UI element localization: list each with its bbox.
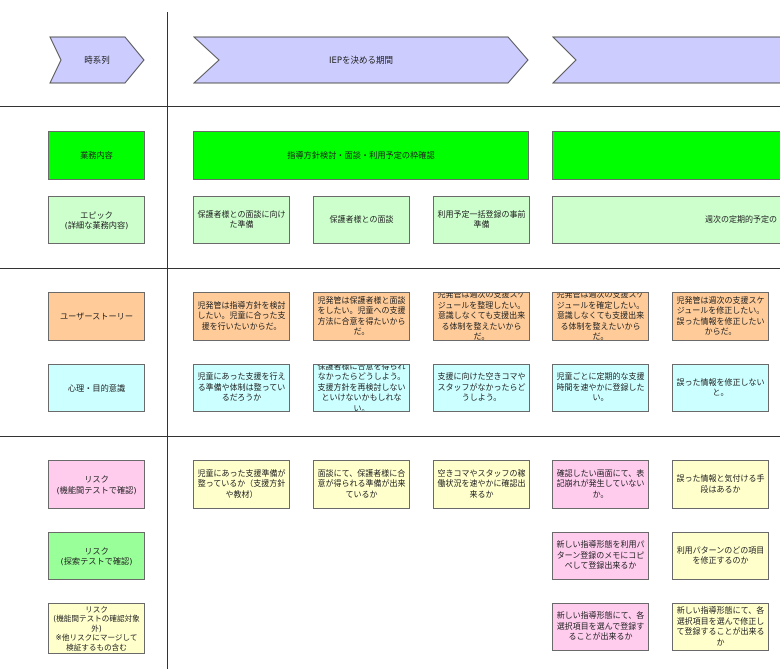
column-divider bbox=[167, 12, 168, 669]
arrow-shape bbox=[193, 36, 529, 84]
business-item: 指導方針検討・面談・利用予定の枠確認 bbox=[193, 131, 529, 180]
row-label-risk-functional: リスク (機能間テストで確認) bbox=[48, 460, 145, 509]
risk-other-card: 新しい指導形態にて、各選択項目を選んで修正して登録することが出来るか bbox=[672, 603, 769, 651]
risk-other-card: 新しい指導形態にて、各選択項目を選んで登録することが出来るか bbox=[552, 603, 649, 651]
row-divider-2 bbox=[0, 268, 780, 269]
risk-functional-card: 誤った情報と気付ける手段はあるか bbox=[672, 460, 769, 509]
risk-functional-card: 面談にて、保護者様に合意が得られる準備が出来ているか bbox=[313, 460, 410, 509]
row-label-risk-exploratory: リスク (探索テストで確認) bbox=[48, 532, 145, 580]
psychology-card: 保護者様に合意を得られなかったらどうしよう。支援方針を再検討しないといけないかも… bbox=[313, 364, 410, 412]
arrow-shape bbox=[49, 36, 145, 84]
psychology-card: 支援に向けた空きコマやスタッフがなかったらどうしよう。 bbox=[433, 364, 530, 412]
user-story-card: 児発管は週次の支援スケジュールを修正したい。誤った情報を修正したいからだ。 bbox=[672, 292, 769, 341]
timeline-header-arrow: 時系列 bbox=[49, 36, 145, 84]
epic-item: 週次の定期的予定の bbox=[552, 196, 780, 244]
row-label-user-story: ユーザーストーリー bbox=[48, 292, 145, 341]
psychology-card: 児童ごとに定期的な支援時間を速やかに登録したい。 bbox=[552, 364, 649, 412]
user-story-card: 児発管は指導方針を検討したい。児童に合った支援を行いたいからだ。 bbox=[193, 292, 290, 341]
user-story-card: 児発管は保護者様と面談をしたい。児童への支援方法に合意を得たいからだ。 bbox=[313, 292, 410, 341]
risk-exploratory-card: 新しい指導形態を利用パターン登録のメモにコピペして登録出来るか bbox=[552, 532, 649, 580]
arrow-shape bbox=[552, 36, 780, 84]
row-label-psychology: 心理・目的意識 bbox=[48, 364, 145, 412]
phase-iep-label: IEPを決める期間 bbox=[328, 56, 393, 66]
risk-functional-card: 確認したい画面にて、表記崩れが発生していないか。 bbox=[552, 460, 649, 509]
business-item bbox=[552, 131, 780, 180]
timeline-header-label: 時系列 bbox=[84, 56, 110, 66]
epic-item: 保護者様との面談 bbox=[313, 196, 410, 244]
phase-arrow-iep: IEPを決める期間 bbox=[193, 36, 529, 84]
phase-next-label bbox=[552, 36, 780, 84]
phase-arrow-next bbox=[552, 36, 780, 84]
row-label-epic: エピック (詳細な業務内容) bbox=[48, 196, 145, 244]
risk-exploratory-card: 利用パターンのどの項目を修正するのか bbox=[672, 532, 769, 580]
row-divider-1 bbox=[0, 106, 780, 107]
risk-functional-card: 空きコマやスタッフの稼働状況を速やかに確認出来るか bbox=[433, 460, 530, 509]
epic-item: 保護者様との面談に向けた準備 bbox=[193, 196, 290, 244]
epic-item: 利用予定一括登録の事前準備 bbox=[433, 196, 530, 244]
user-story-card: 児発管は週次の支援スケジュールを整理したい。意識しなくても支援出来る体制を整えた… bbox=[433, 292, 530, 341]
risk-functional-card: 児童にあった支援準備が整っているか（支援方針や教材） bbox=[193, 460, 290, 509]
row-label-business: 業務内容 bbox=[48, 131, 145, 180]
psychology-card: 児童にあった支援を行える準備や体制は整っているだろうか bbox=[193, 364, 290, 412]
user-story-card: 児発管は週次の支援スケジュールを確定したい。意識しなくても支援出来る体制を整えた… bbox=[552, 292, 649, 341]
row-label-risk-other: リスク (機能間テストの確認対象外) ※他リスクにマージして検証するもの含む bbox=[48, 603, 145, 654]
psychology-card: 誤った情報を修正しないと。 bbox=[672, 364, 769, 412]
row-divider-3 bbox=[0, 436, 780, 437]
